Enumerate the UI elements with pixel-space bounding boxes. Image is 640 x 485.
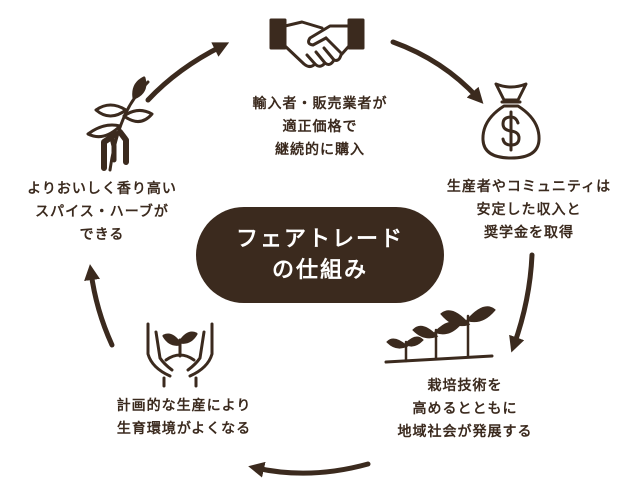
arrow-handshake-to-moneybag (390, 39, 484, 104)
step-caption-development: 栽培技術を 高めるとともに 地域社会が発展する (360, 375, 570, 444)
step-environment-line-2: 生育環境がよくなる (116, 421, 252, 437)
step-caption-income: 生産者やコミュニティは 安定した収入と 奨学金を取得 (422, 176, 636, 245)
step-development-line-2: 高めるとともに (412, 401, 518, 417)
step-development-line-3: 地域社会が発展する (397, 424, 533, 440)
arrow-pepper-to-handshake (145, 42, 230, 103)
step-quality-line-1: よりおいしく香り高い (27, 181, 177, 197)
handshake-icon (269, 18, 365, 68)
money-bag-icon (481, 82, 541, 160)
step-purchase-line-3: 継続的に購入 (275, 142, 365, 158)
step-development-line-1: 栽培技術を (427, 378, 503, 394)
center-title-line-2: の仕組み (271, 258, 368, 283)
step-income-line-2: 安定した収入と (476, 202, 582, 218)
arrow-seedlings-to-hands (248, 461, 371, 478)
center-title-line-1: フェアトレード (235, 227, 404, 252)
center-title-pill: フェアトレード の仕組み (196, 207, 444, 303)
step-purchase-line-1: 輸入者・販売業者が (252, 96, 388, 112)
step-caption-environment: 計画的な生産により 生育環境がよくなる (86, 395, 282, 441)
step-income-line-3: 奨学金を取得 (484, 225, 574, 241)
step-environment-line-1: 計画的な生産により (116, 398, 252, 414)
step-caption-quality: よりおいしく香り高い スパイス・ハーブが できる (2, 178, 202, 247)
step-purchase-line-2: 適正価格で (282, 119, 358, 135)
step-income-line-1: 生産者やコミュニティは (446, 179, 612, 195)
step-quality-line-3: できる (79, 227, 125, 243)
pepper-plant-icon (86, 76, 154, 172)
arrow-hands-to-pepper (84, 264, 115, 348)
step-quality-line-2: スパイス・ハーブが (35, 204, 169, 220)
hands-sprout-icon (146, 322, 214, 388)
arrow-moneybag-to-seedlings (509, 252, 535, 353)
step-caption-purchase: 輸入者・販売業者が 適正価格で 継続的に購入 (215, 93, 425, 162)
seedlings-icon (384, 306, 496, 364)
